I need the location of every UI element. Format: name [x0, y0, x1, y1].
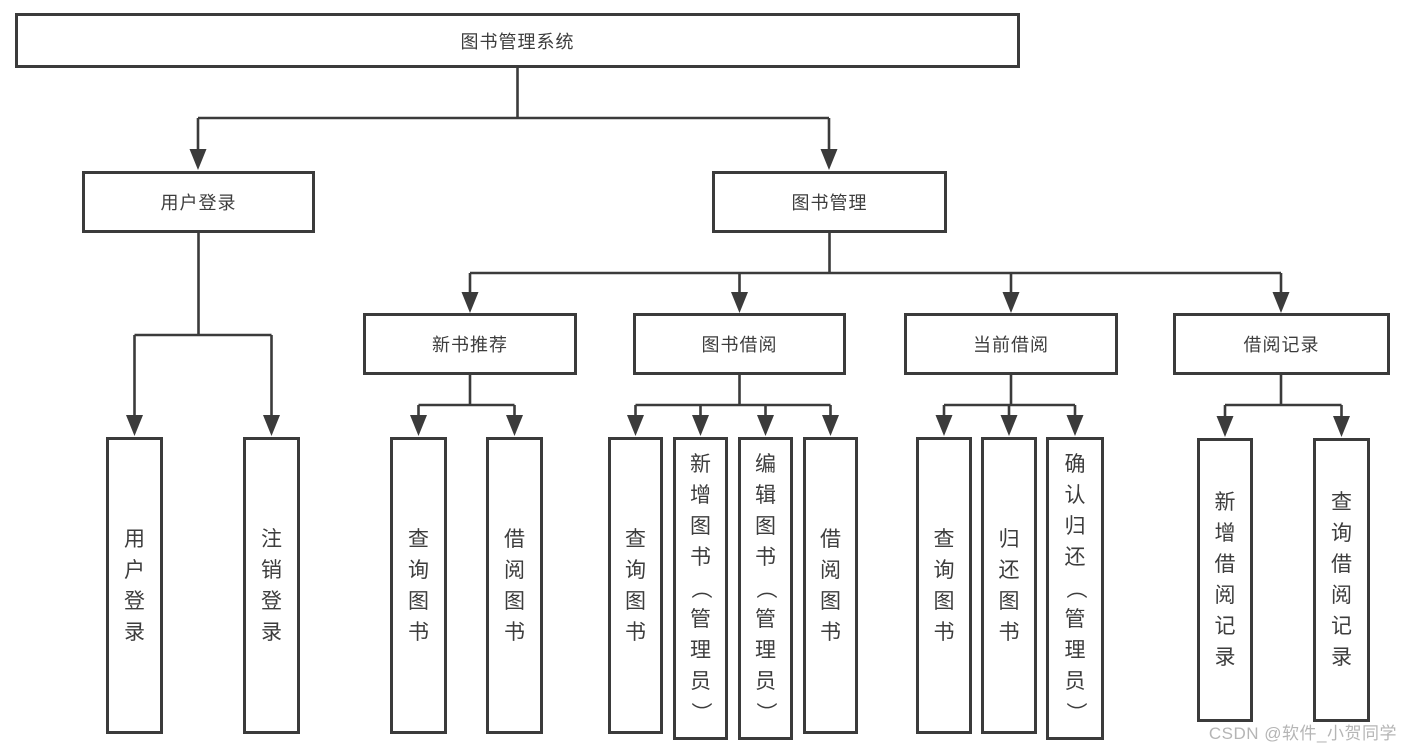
node-current-borrowing: 当前借阅	[904, 313, 1118, 375]
leaf-edit-book-admin: 编辑图书（管理员）	[738, 437, 793, 740]
leaf-user-login: 用户登录	[106, 437, 163, 734]
leaf-logout-login: 注销登录	[243, 437, 300, 734]
leaf-return-books: 归还图书	[981, 437, 1037, 734]
node-borrowing-records: 借阅记录	[1173, 313, 1390, 375]
leaf-borrow-books-borrowing: 借阅图书	[803, 437, 858, 734]
node-library-system: 图书管理系统	[15, 13, 1020, 68]
connector-arrowheads	[126, 149, 1350, 437]
leaf-borrow-books-recommend: 借阅图书	[486, 437, 543, 734]
leaf-confirm-return-admin: 确认归还（管理员）	[1046, 437, 1104, 740]
leaf-query-borrow-record: 查询借阅记录	[1313, 438, 1370, 722]
node-user-login: 用户登录	[82, 171, 315, 233]
node-book-borrowing: 图书借阅	[633, 313, 846, 375]
leaf-query-books-current: 查询图书	[916, 437, 972, 734]
leaf-add-book-admin: 新增图书（管理员）	[673, 437, 728, 740]
node-new-book-recommendation: 新书推荐	[363, 313, 577, 375]
connector-segments	[133, 68, 1343, 419]
leaf-query-books-recommend: 查询图书	[390, 437, 447, 734]
watermark: CSDN @软件_小贺同学	[1208, 724, 1397, 743]
leaf-add-borrow-record: 新增借阅记录	[1197, 438, 1253, 722]
node-book-management: 图书管理	[712, 171, 947, 233]
leaf-query-books-borrowing: 查询图书	[608, 437, 663, 734]
